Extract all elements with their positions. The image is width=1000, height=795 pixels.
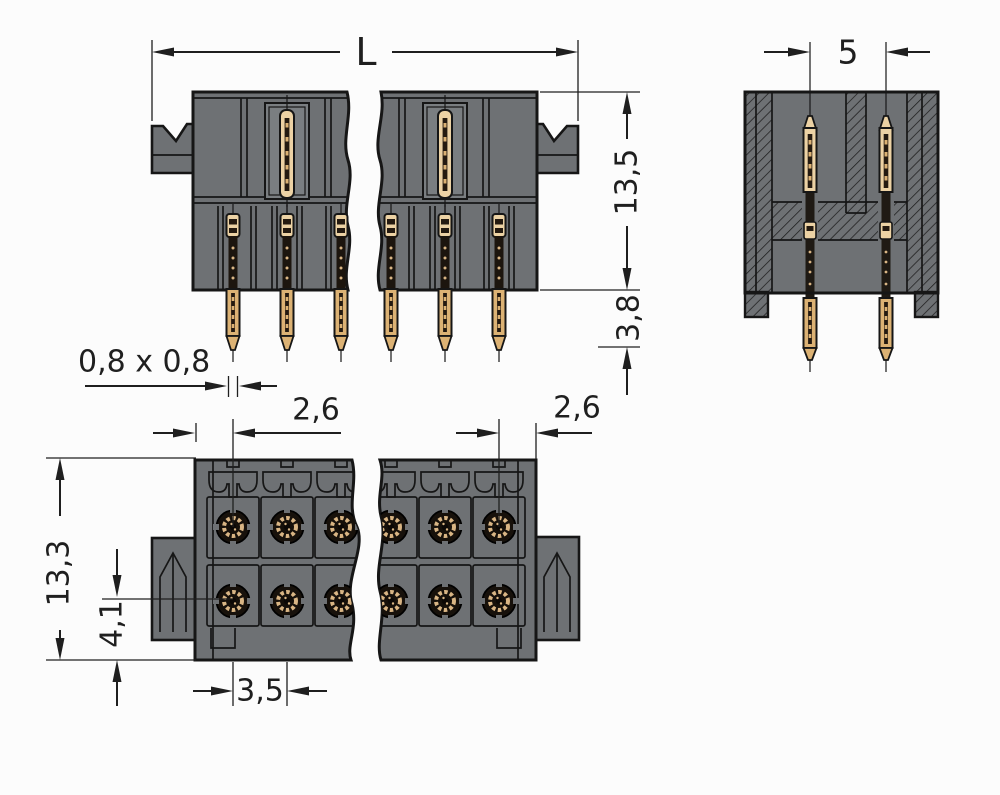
dim-label-row-offset: 4,1 <box>95 600 130 648</box>
dim-label-body-height: 13,5 <box>610 149 645 216</box>
dim-label-pin-protrusion: 3,8 <box>612 294 647 342</box>
mounting-foot <box>913 290 940 319</box>
dim-body-depth: 13,3 <box>42 457 196 661</box>
dim-label-body-depth: 13,3 <box>42 540 77 607</box>
dim-label-total-length: L <box>355 30 376 74</box>
bottom-view-right-detail <box>378 460 526 660</box>
dim-label-pin-spacing: 5 <box>838 33 859 72</box>
dim-pin-spacing: 5 <box>764 33 930 72</box>
bottom-view-left-detail <box>206 460 360 660</box>
dim-pin-protrusion: 3,8 <box>598 294 647 395</box>
dim-edge-to-pin-right: 2,6 <box>456 391 601 527</box>
dim-label-pin-cross-section: 0,8 x 0,8 <box>78 345 210 380</box>
side-view <box>150 90 580 363</box>
dim-pin-cross-section: 0,8 x 0,8 <box>78 345 277 397</box>
bottom-view-body-left-half <box>193 458 361 662</box>
dim-row-offset: 4,1 <box>95 549 233 706</box>
bottom-view-right-tab <box>534 535 581 642</box>
dim-total-length: L <box>151 30 579 121</box>
end-section-view <box>743 41 940 373</box>
section-body-outline <box>743 90 940 295</box>
dim-label-edge-to-pin-left: 2,6 <box>292 393 340 428</box>
upper-row-pin <box>437 94 453 208</box>
bottom-view <box>150 458 581 662</box>
dim-label-pin-pitch: 3,5 <box>236 674 284 709</box>
dim-pin-pitch: 3,5 <box>193 662 327 709</box>
dim-body-height: 13,5 <box>540 91 645 291</box>
dim-edge-to-pin-left: 2,6 <box>153 393 341 527</box>
dim-label-edge-to-pin-right: 2,6 <box>553 391 601 426</box>
side-view-right-tab <box>535 122 580 175</box>
bottom-view-left-tab <box>150 536 197 642</box>
dimension-annotations: L 5 13,5 3,8 0,8 x 0, <box>42 30 930 709</box>
mounting-foot <box>743 290 770 319</box>
bottom-view-body-right-half <box>377 458 538 662</box>
side-view-left-tab <box>150 122 195 175</box>
upper-row-pin <box>279 94 295 208</box>
